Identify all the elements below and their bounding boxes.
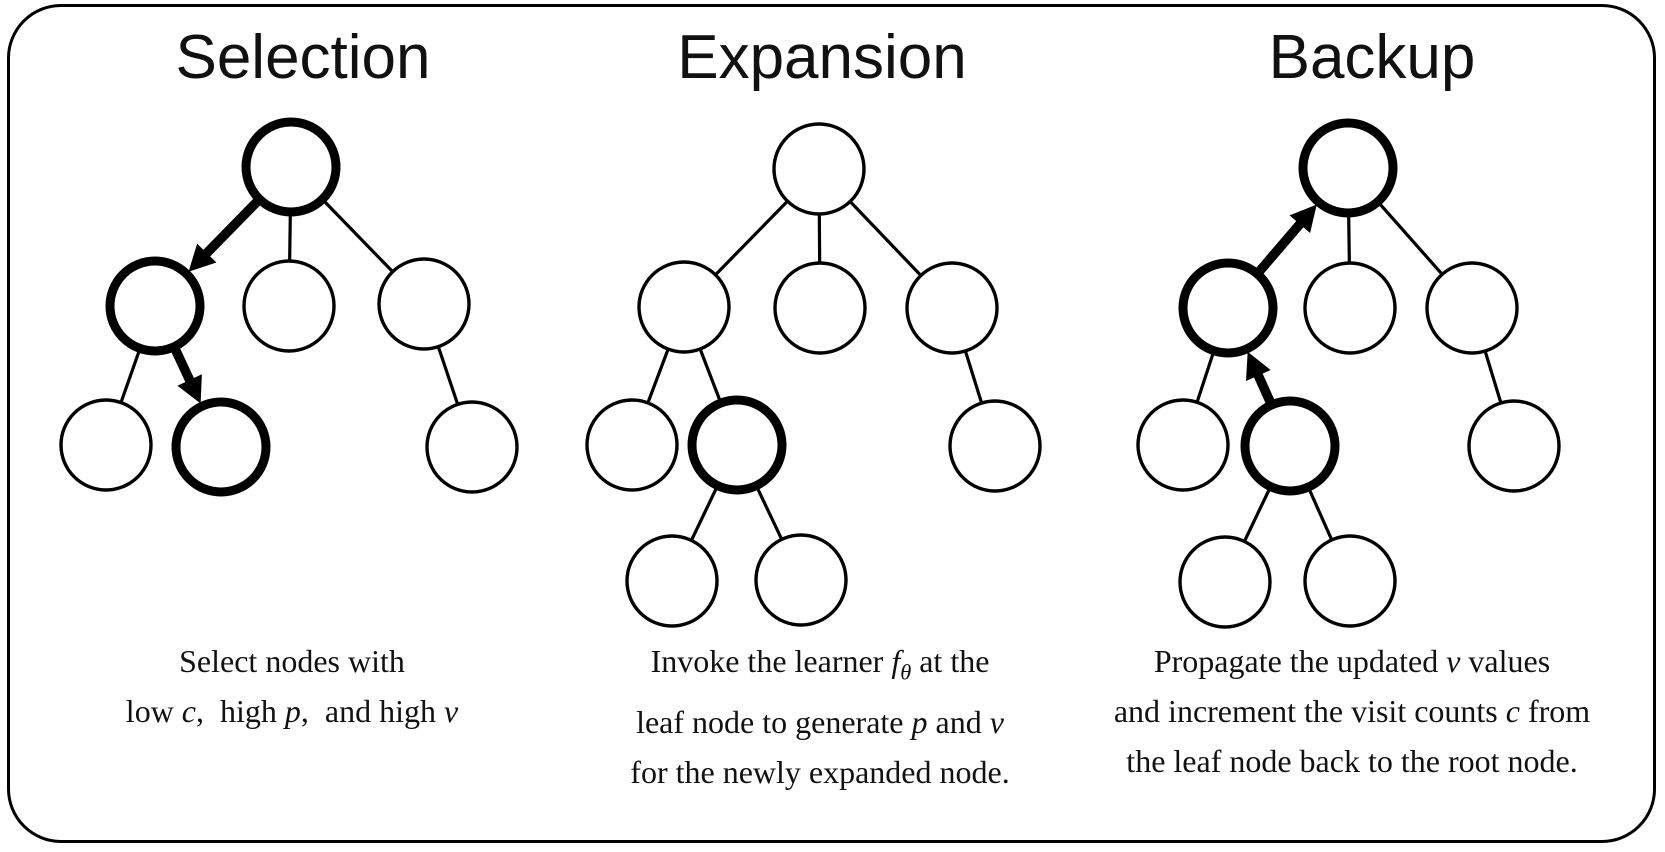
caption-line: leaf node to generate p and v <box>630 697 1009 747</box>
tree-node <box>905 261 999 355</box>
tree-node <box>637 260 731 354</box>
tree-node <box>242 259 336 353</box>
caption-line: for the newly expanded node. <box>630 747 1009 797</box>
panel-title-selection: Selection <box>175 23 431 92</box>
math-variable: c <box>181 693 197 729</box>
tree-node <box>772 122 866 216</box>
caption-text: , and high <box>300 693 444 729</box>
tree-node <box>948 399 1042 493</box>
tree-node <box>625 534 719 628</box>
tree-node-highlighted <box>687 395 787 495</box>
caption-text: values <box>1460 643 1551 679</box>
math-variable: p <box>911 704 928 741</box>
math-variable: c <box>1505 693 1520 729</box>
caption-text: for the newly expanded node. <box>630 754 1010 791</box>
tree-node-highlighted <box>1240 396 1340 496</box>
caption-text: and <box>927 704 990 741</box>
math-variable: v <box>1446 643 1461 679</box>
panel-caption-selection: Select nodes with low c, high p, and high… <box>126 636 458 736</box>
caption-text: Select nodes with <box>179 643 405 679</box>
tree-node-highlighted <box>1178 258 1278 358</box>
tree-node <box>754 533 848 627</box>
math-variable: p <box>284 693 301 729</box>
traversal-arrow-shaft <box>1254 217 1307 277</box>
panel-title-expansion: Expansion <box>677 23 967 92</box>
caption-text: Invoke the learner <box>650 643 892 679</box>
caption-text: the leaf node back to the root node. <box>1126 743 1578 779</box>
panel-title-backup: Backup <box>1268 23 1476 92</box>
traversal-arrow-head <box>1246 351 1271 382</box>
tree-node <box>59 398 153 492</box>
caption-line: Select nodes with <box>126 636 458 686</box>
tree-node <box>425 400 519 494</box>
tree-node <box>1303 534 1397 628</box>
selection-tree <box>59 117 519 497</box>
tree-node <box>773 261 867 355</box>
caption-line: Propagate the updated v values <box>1114 636 1590 686</box>
caption-line: the leaf node back to the root node. <box>1114 736 1590 786</box>
caption-text: leaf node to generate <box>636 704 912 741</box>
tree-node-highlighted <box>171 397 271 497</box>
tree-node <box>1178 535 1272 629</box>
backup-tree <box>1136 118 1561 629</box>
math-variable: θ <box>900 659 912 685</box>
traversal-arrow-shaft <box>170 345 197 387</box>
caption-text: Propagate the updated <box>1153 643 1447 679</box>
traversal-arrow-shaft <box>199 196 263 261</box>
math-variable: v <box>443 693 459 729</box>
tree-node-highlighted <box>241 117 341 217</box>
caption-line: low c, high p, and high v <box>126 686 458 736</box>
tree-node <box>1467 399 1561 493</box>
caption-text: from <box>1519 693 1591 729</box>
caption-text: at the <box>911 643 990 679</box>
caption-text: , high <box>196 693 285 729</box>
expansion-tree <box>585 122 1042 628</box>
tree-node <box>1303 261 1397 355</box>
math-variable: v <box>989 704 1004 741</box>
traversal-arrow-head <box>1289 204 1317 233</box>
math-variable: f <box>891 643 901 679</box>
tree-node <box>1425 261 1519 355</box>
caption-line: Invoke the learner fθ at the <box>630 636 1009 697</box>
traversal-arrow-head <box>188 243 217 272</box>
caption-text: and increment the visit counts <box>1113 693 1506 729</box>
traversal-arrow-head <box>177 374 202 404</box>
tree-node <box>1136 398 1230 492</box>
caption-text: low <box>125 693 182 729</box>
tree-node-highlighted <box>105 256 205 356</box>
tree-node-highlighted <box>1298 118 1398 218</box>
tree-node <box>377 257 471 351</box>
traversal-arrow-shaft <box>1251 368 1276 406</box>
caption-line: and increment the visit counts c from <box>1114 686 1590 736</box>
tree-node <box>585 398 679 492</box>
